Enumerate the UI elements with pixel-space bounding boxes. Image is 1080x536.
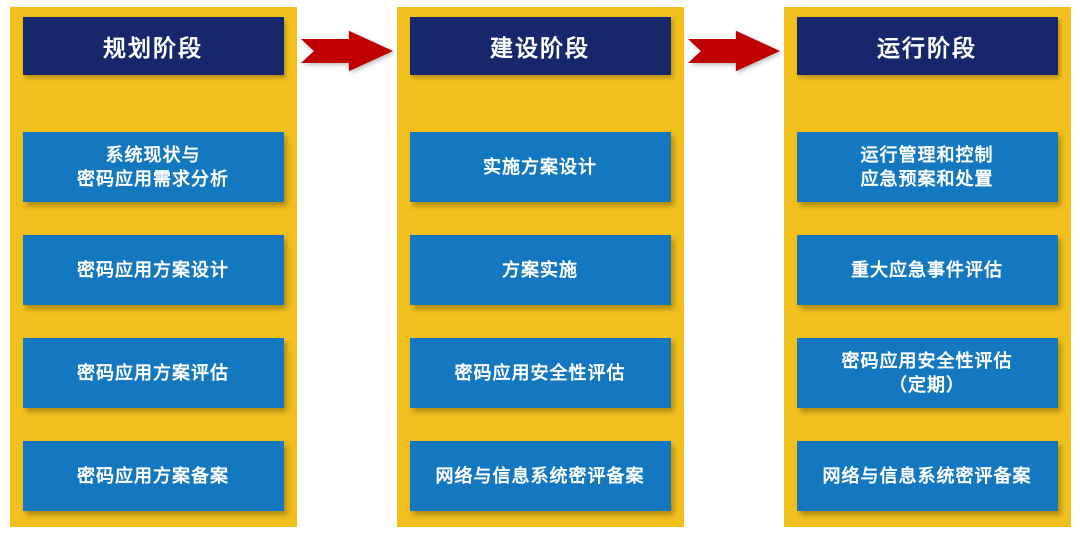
phase-header-operation: 运行阶段 <box>796 17 1058 75</box>
phase-column-operation: 运行阶段 运行管理和控制 应急预案和处置 重大应急事件评估 密码应用安全性评估 … <box>783 7 1071 527</box>
phase-steps-operation: 运行管理和控制 应急预案和处置 重大应急事件评估 密码应用安全性评估 （定期） … <box>796 75 1058 511</box>
phase-steps-planning: 系统现状与 密码应用需求分析 密码应用方案设计 密码应用方案评估 密码应用方案备… <box>22 75 284 511</box>
step-box: 密码应用安全性评估 <box>409 338 671 408</box>
step-box: 运行管理和控制 应急预案和处置 <box>796 132 1058 202</box>
phase-column-planning: 规划阶段 系统现状与 密码应用需求分析 密码应用方案设计 密码应用方案评估 密码… <box>9 7 297 527</box>
step-box: 网络与信息系统密评备案 <box>409 441 671 511</box>
step-box: 密码应用方案设计 <box>22 235 284 305</box>
phase-steps-construction: 实施方案设计 方案实施 密码应用安全性评估 网络与信息系统密评备案 <box>409 75 671 511</box>
step-box: 重大应急事件评估 <box>796 235 1058 305</box>
arrow-construction-to-operation <box>684 7 784 73</box>
step-box: 实施方案设计 <box>409 132 671 202</box>
right-arrow-icon <box>687 30 780 72</box>
arrow-planning-to-construction <box>297 7 397 73</box>
step-box: 密码应用安全性评估 （定期） <box>796 338 1058 408</box>
phase-header-planning: 规划阶段 <box>22 17 284 75</box>
right-arrow-icon <box>300 30 393 72</box>
step-box: 方案实施 <box>409 235 671 305</box>
step-box: 密码应用方案备案 <box>22 441 284 511</box>
phase-header-construction: 建设阶段 <box>409 17 671 75</box>
step-box: 网络与信息系统密评备案 <box>796 441 1058 511</box>
step-box: 系统现状与 密码应用需求分析 <box>22 132 284 202</box>
phase-header-label: 规划阶段 <box>103 35 203 61</box>
phase-header-label: 建设阶段 <box>490 35 590 61</box>
phase-header-label: 运行阶段 <box>877 35 977 61</box>
step-box: 密码应用方案评估 <box>22 338 284 408</box>
phase-column-construction: 建设阶段 实施方案设计 方案实施 密码应用安全性评估 网络与信息系统密评备案 <box>396 7 684 527</box>
